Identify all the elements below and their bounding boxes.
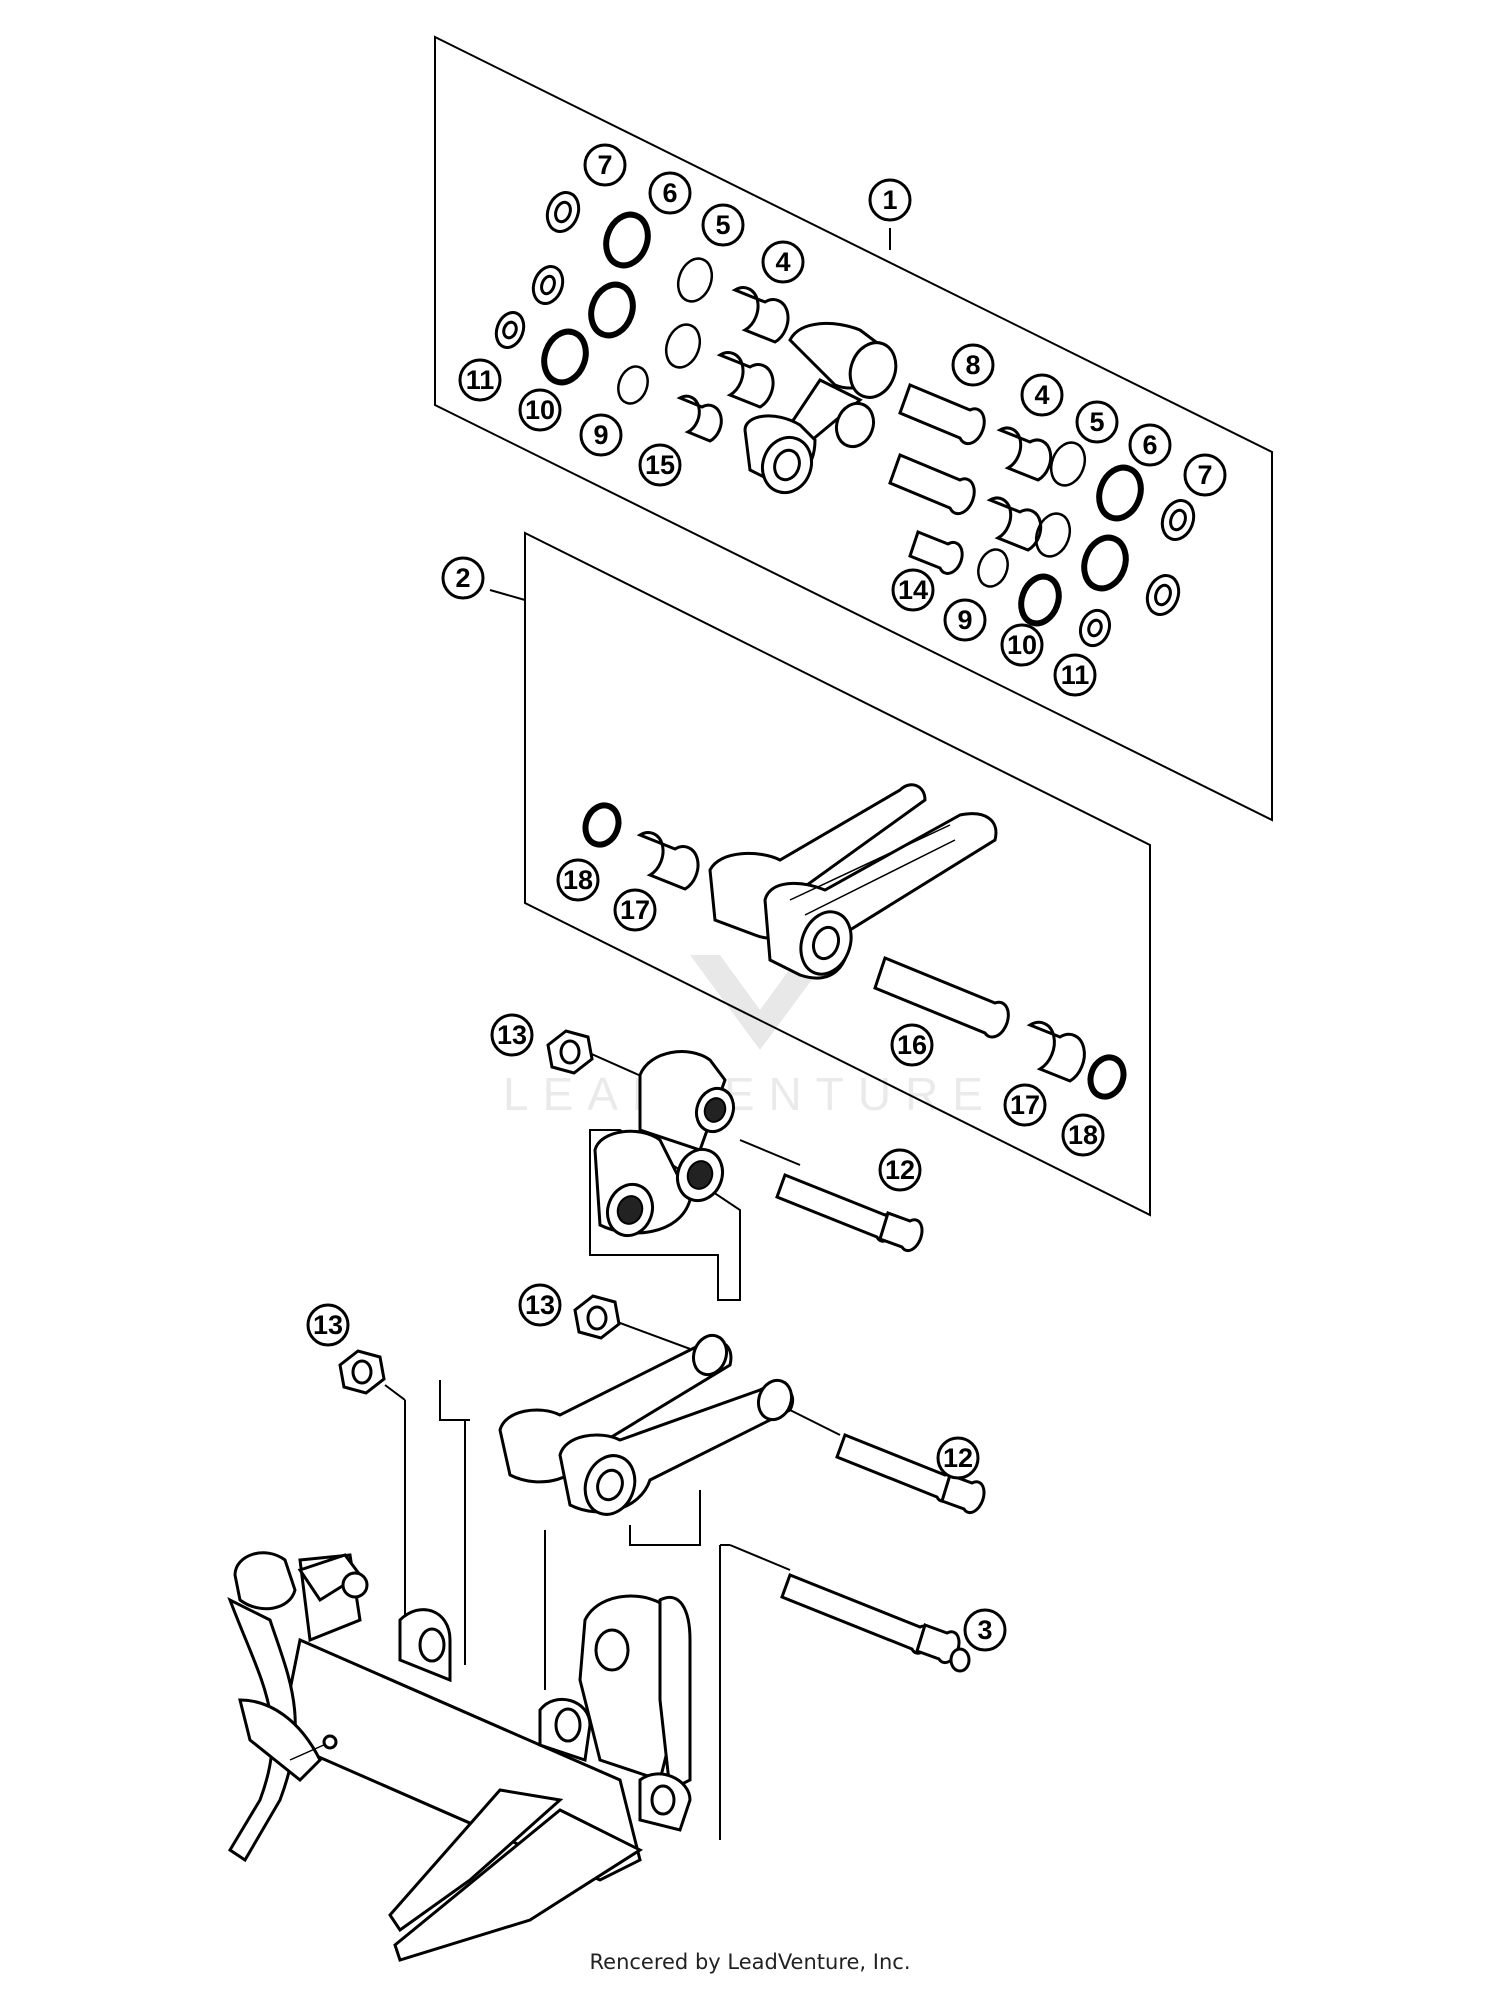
svg-text:14: 14 [898,575,928,605]
callout-10: 10 [1000,623,1044,667]
svg-text:6: 6 [662,178,677,208]
svg-text:8: 8 [965,350,980,380]
callout-11: 11 [458,358,502,402]
svg-text:17: 17 [1010,1090,1040,1120]
svg-text:3: 3 [977,1615,992,1645]
callout-3: 3 [963,1608,1007,1652]
callout-14: 14 [891,568,935,612]
svg-text:10: 10 [525,395,555,425]
callout-8: 8 [951,343,995,387]
watermark-text: LEADVENTURE [503,1068,997,1120]
kit-1-left-parts [494,191,790,443]
lower-linkage [338,1294,986,1660]
svg-text:4: 4 [775,247,790,277]
callout-17: 17 [613,888,657,932]
svg-text:11: 11 [466,365,495,395]
kit-2-parts [582,783,1127,1100]
svg-text:6: 6 [1142,430,1157,460]
svg-text:2: 2 [455,563,470,593]
callout-4: 4 [761,240,805,284]
svg-text:18: 18 [563,865,593,895]
kit-2-panel [489,531,1151,1217]
svg-text:5: 5 [715,210,730,240]
kit-1-link [743,321,898,495]
callout-5: 5 [1075,400,1119,444]
callout-2: 2 [441,556,485,600]
svg-text:13: 13 [313,1310,343,1340]
svg-text:1: 1 [882,185,897,215]
svg-text:10: 10 [1007,630,1037,660]
callout-6: 6 [648,171,692,215]
svg-text:17: 17 [620,895,650,925]
svg-text:7: 7 [1197,460,1212,490]
svg-text:4: 4 [1034,380,1049,410]
svg-text:13: 13 [525,1290,555,1320]
callout-9: 9 [943,598,987,642]
callout-7: 7 [1183,453,1227,497]
callout-18: 18 [1061,1113,1105,1157]
leadventure-logo-watermark [690,955,830,1050]
svg-text:12: 12 [943,1443,973,1473]
callout-16: 16 [890,1023,934,1067]
callout-13: 13 [306,1303,350,1347]
callout-12: 12 [936,1436,980,1480]
kit-1-right-parts [888,383,1196,648]
callout-7: 7 [583,143,627,187]
svg-text:5: 5 [1089,407,1104,437]
svg-text:11: 11 [1061,660,1090,690]
frame-assembly [227,1420,971,1962]
callout-15: 15 [638,443,682,487]
svg-text:9: 9 [957,605,972,635]
callout-10: 10 [518,388,562,432]
svg-text:9: 9 [593,420,608,450]
callout-6: 6 [1128,423,1172,467]
callout-13: 13 [490,1013,534,1057]
callout-18: 18 [556,858,600,902]
callout-4: 4 [1020,373,1064,417]
callout-9: 9 [579,413,623,457]
svg-text:12: 12 [885,1155,915,1185]
linkage-assembly [546,1029,924,1301]
svg-text:16: 16 [897,1030,927,1060]
render-credit: Rencered by LeadVenture, Inc. [589,1950,911,1974]
svg-text:13: 13 [497,1020,527,1050]
svg-text:18: 18 [1068,1120,1098,1150]
svg-text:7: 7 [597,150,612,180]
callout-17: 17 [1003,1083,1047,1127]
callout-5: 5 [701,203,745,247]
callout-13: 13 [518,1283,562,1327]
svg-text:15: 15 [645,450,675,480]
callout-1: 1 [868,178,912,222]
kit-1-panel [434,35,1273,822]
callout-11: 11 [1053,653,1097,697]
callout-12: 12 [878,1148,922,1192]
